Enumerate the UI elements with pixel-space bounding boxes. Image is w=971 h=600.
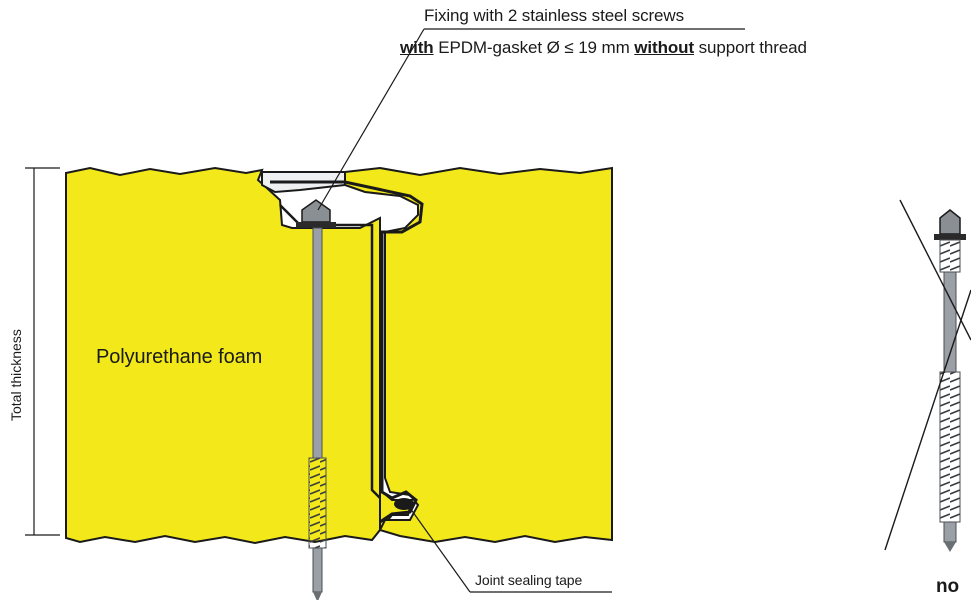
leader-tape [409,507,471,593]
total-thickness-label: Total thickness [8,329,24,421]
no-label: no [936,576,960,597]
foam-label: Polyurethane foam [96,346,263,368]
callout-fixing-detail: with EPDM-gasket Ø ≤ 19 mm without suppo… [400,38,807,58]
leader-top [317,28,425,211]
foam-right [344,166,613,544]
callout-with: with [400,38,434,57]
sheet-profile-inner [279,204,381,499]
callout-without: without [634,38,695,57]
screw-icon [296,199,336,600]
callout-end: support thread [694,38,807,57]
crossed-screw-icon [884,199,971,552]
callout-mid: EPDM-gasket Ø ≤ 19 mm [433,38,635,57]
thickness-dimension [25,167,60,536]
callout-fixing-title: Fixing with 2 stainless steel screws [424,6,684,25]
joint-tape-label: Joint sealing tape [475,572,583,588]
joint-sealing-tape [394,498,414,510]
